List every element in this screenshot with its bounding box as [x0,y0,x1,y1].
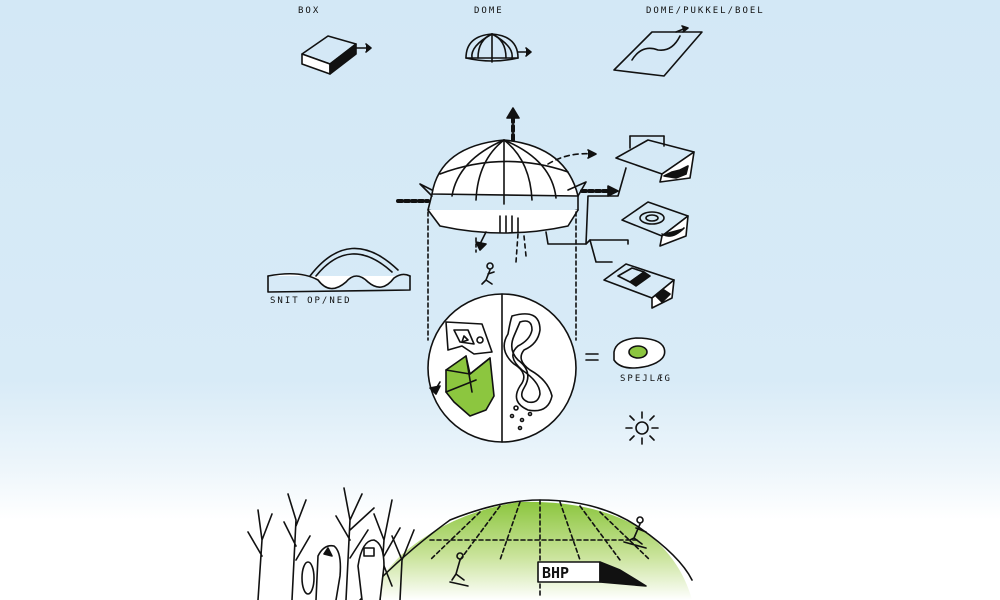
fried-egg-icon [613,337,666,369]
dome-hump-bowl-label: DOME/PUKKEL/BOEL [646,6,765,16]
skater-figure [481,262,495,285]
section-label: SNIT OP/NED [270,296,352,306]
up-arrow-icon [506,107,520,142]
bhp-sign-text: BHP [542,564,569,582]
equals-sign [585,353,599,361]
connector-lines [545,167,629,263]
box-label: BOX [298,6,321,16]
people [301,516,647,600]
bowl-element [621,201,689,247]
projection-lines [427,211,577,341]
main-dome [419,139,587,263]
dome-label: DOME [474,6,504,16]
dome-arrows [396,149,619,253]
fried-egg-label: SPEJLÆG [620,374,672,384]
box-icon [301,35,372,75]
sun-icon [625,411,659,445]
section-drawing [267,247,411,293]
bhp-sign [537,561,647,587]
trees [247,487,415,600]
ramp-element [615,135,695,183]
dome-hump-bowl-icon [613,25,703,77]
stairs-element [603,263,675,309]
plan-circle [427,293,577,443]
dome-icon [465,33,532,63]
